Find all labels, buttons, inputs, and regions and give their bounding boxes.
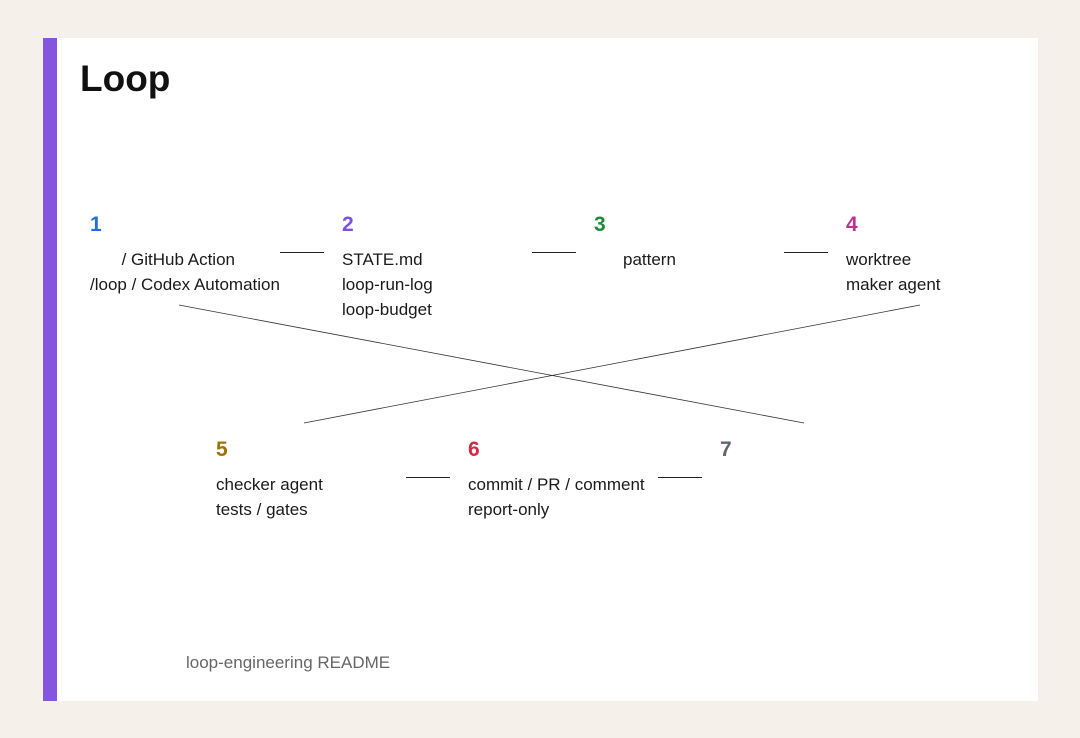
- step-number: 6: [468, 438, 480, 461]
- connector-5-6: [406, 477, 450, 478]
- step-6: 6 commit / PR / comment report-only: [468, 438, 658, 522]
- step-line: report-only: [468, 500, 550, 519]
- step-number: 3: [594, 213, 606, 236]
- connector-2-3: [532, 252, 576, 253]
- step-line: checker agent: [216, 475, 323, 494]
- step-line: tests / gates: [216, 500, 308, 519]
- step-1: 1 / GitHub Action /loop / Codex Automati…: [90, 213, 290, 297]
- wrap-line-4-to-5: [303, 304, 921, 424]
- step-5: 5 checker agent tests / gates: [216, 438, 396, 522]
- page-title: Loop: [80, 58, 171, 99]
- step-lines: STATE.md loop-run-log loop-budget: [342, 247, 522, 322]
- accent-bar: [43, 38, 57, 701]
- connector-1-2: [280, 252, 324, 253]
- connector-6-7: [658, 477, 702, 478]
- step-number: 1: [90, 213, 102, 236]
- wrap-lines: [178, 304, 921, 424]
- step-lines: pattern: [594, 247, 784, 272]
- step-line: / GitHub Action: [121, 250, 235, 269]
- step-number: 5: [216, 438, 228, 461]
- step-line: /loop / Codex Automation: [90, 275, 280, 294]
- step-line: maker agent: [846, 275, 941, 294]
- step-7: 7: [720, 438, 900, 462]
- step-number: 7: [720, 438, 732, 461]
- step-line: commit / PR / comment: [468, 475, 645, 494]
- connector-3-4: [784, 252, 828, 253]
- step-line: worktree: [846, 250, 912, 269]
- step-number: 4: [846, 213, 858, 236]
- step-lines: / GitHub Action /loop / Codex Automation: [90, 247, 290, 297]
- slide-card: Loop 1 / GitHub Action /loop / Codex Aut…: [43, 38, 1038, 701]
- step-line: loop-run-log: [342, 275, 433, 294]
- step-number: 2: [342, 213, 354, 236]
- wrap-line-1-to-7: [178, 304, 805, 424]
- step-lines: commit / PR / comment report-only: [468, 472, 658, 522]
- step-line: pattern: [623, 250, 676, 269]
- step-lines: checker agent tests / gates: [216, 472, 396, 522]
- footer-caption: loop-engineering README: [186, 653, 391, 672]
- step-line: STATE.md: [342, 250, 423, 269]
- step-lines: worktree maker agent: [846, 247, 1026, 297]
- step-3: 3 pattern: [594, 213, 784, 272]
- step-2: 2 STATE.md loop-run-log loop-budget: [342, 213, 522, 322]
- step-4: 4 worktree maker agent: [846, 213, 1026, 297]
- step-line: loop-budget: [342, 300, 432, 319]
